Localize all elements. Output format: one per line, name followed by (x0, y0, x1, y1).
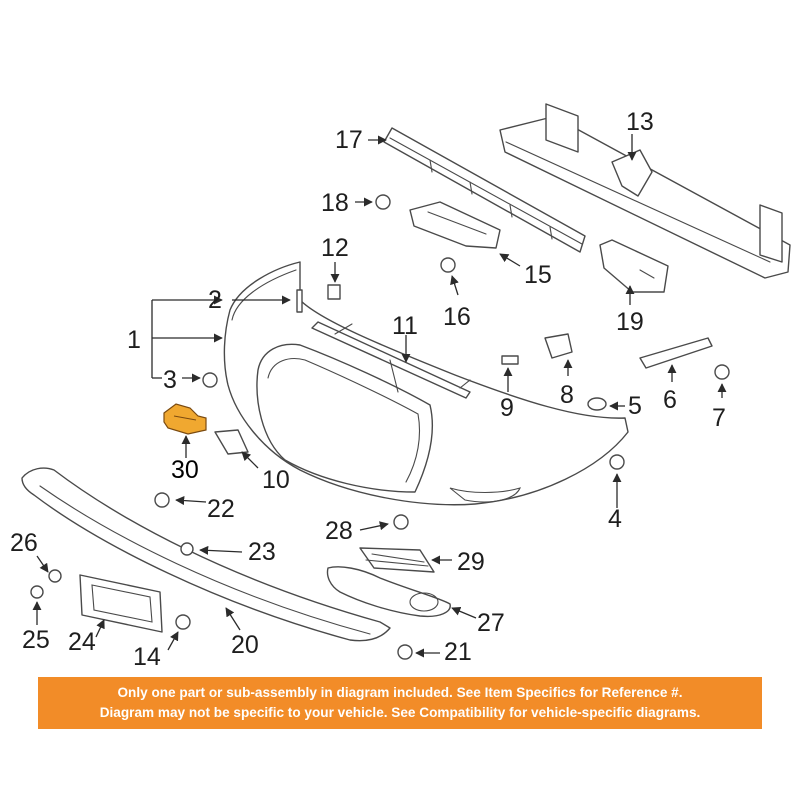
part-20-lower-spoiler (21, 467, 391, 642)
callout-3: 3 (163, 366, 177, 394)
part-10-clip (214, 429, 249, 455)
callout-8: 8 (560, 381, 574, 409)
callout-21: 21 (444, 638, 472, 666)
callout-10: 10 (262, 466, 290, 494)
fasteners (30, 194, 730, 660)
callout-24: 24 (68, 628, 96, 656)
part-1-bumper-cover (223, 261, 629, 506)
callout-28: 28 (325, 517, 353, 545)
leader-lines (32, 134, 727, 658)
part-8-retainer (544, 333, 573, 359)
part-17-energy-absorber (383, 127, 586, 253)
part-19-side-bracket (599, 239, 669, 293)
part-5-nut (587, 397, 607, 411)
callout-16: 16 (443, 303, 471, 331)
part-30-shape[interactable] (163, 403, 207, 435)
part-24-license-plate-bracket (79, 574, 163, 633)
callout-11: 11 (392, 312, 418, 340)
callout-18: 18 (321, 189, 349, 217)
callout-9: 9 (500, 394, 514, 422)
callout-6: 6 (663, 386, 677, 414)
callout-4: 4 (608, 505, 622, 533)
part-29-mesh-insert (359, 547, 435, 573)
callout-1: 1 (127, 326, 141, 354)
callout-15: 15 (524, 261, 552, 289)
part-13-reinforcement-bar (499, 103, 791, 279)
part-11-grille-strip (311, 321, 471, 399)
part-15-bracket (409, 201, 501, 249)
notice-line-2: Diagram may not be specific to your vehi… (99, 705, 701, 720)
callout-17: 17 (335, 126, 363, 154)
part-6-trim (639, 337, 713, 369)
callout-13: 13 (626, 108, 654, 136)
notice-line-1: Only one part or sub-assembly in diagram… (117, 685, 683, 700)
callout-19: 19 (616, 308, 644, 336)
callout-12: 12 (321, 234, 349, 262)
callout-labels: 1 2 3 4 5 6 7 8 9 10 11 12 13 14 15 16 1… (10, 108, 726, 671)
callout-2: 2 (208, 286, 222, 314)
callout-23: 23 (248, 538, 276, 566)
notice-banner: Only one part or sub-assembly in diagram… (38, 677, 762, 729)
callout-14: 14 (133, 643, 161, 671)
callout-29: 29 (457, 548, 485, 576)
callout-5: 5 (628, 392, 642, 420)
callout-27: 27 (477, 609, 505, 637)
callout-25: 25 (22, 626, 50, 654)
part-30-highlighted[interactable] (163, 403, 207, 435)
callout-26: 26 (10, 529, 38, 557)
callout-7: 7 (712, 404, 726, 432)
part-9-pin (501, 355, 519, 365)
part-27-fog-bezel (326, 566, 451, 618)
callout-20: 20 (231, 631, 259, 659)
callout-22: 22 (207, 495, 235, 523)
callout-30: 30 (171, 456, 199, 484)
